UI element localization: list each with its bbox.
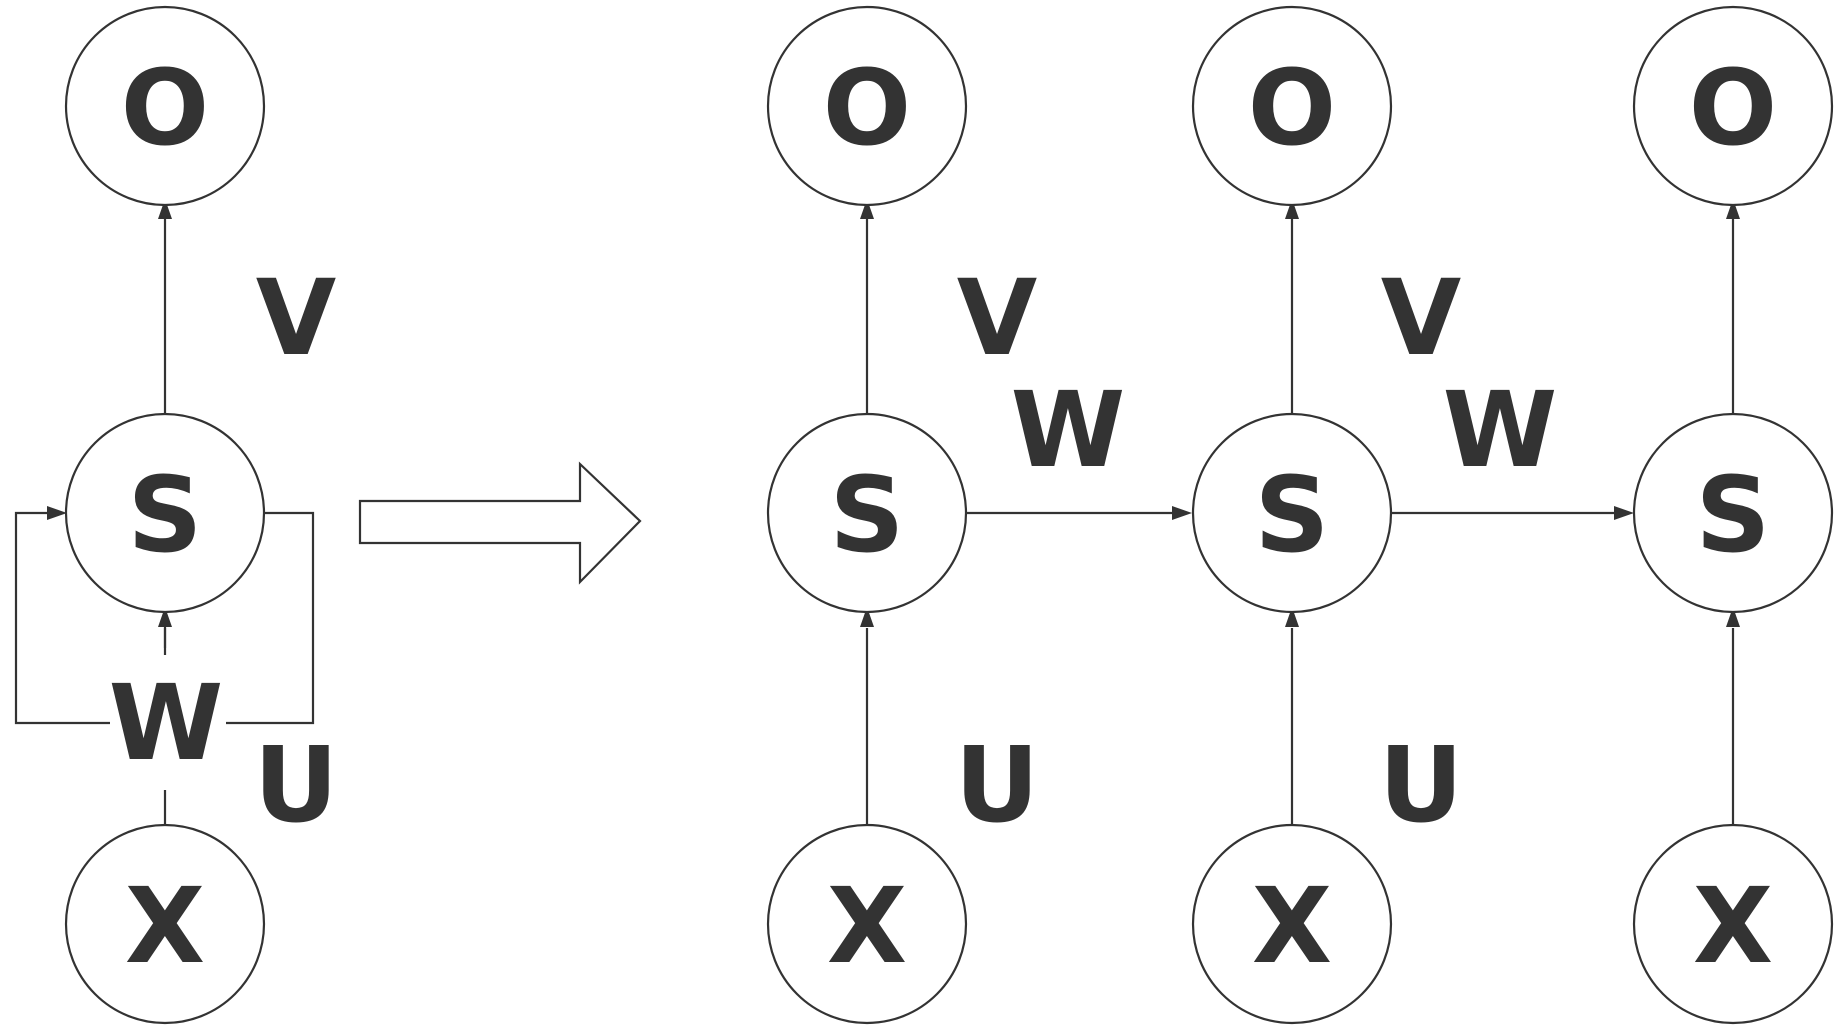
arrow-head-w-to-s xyxy=(158,607,172,627)
input-label-step-1: X xyxy=(827,865,907,987)
time-step-1: O S X V U W xyxy=(766,5,1126,1025)
weight-w-label: W xyxy=(109,662,224,784)
output-node-step-2 xyxy=(1191,5,1393,207)
weight-w-label-step-2: W xyxy=(1443,369,1558,491)
arrow-head-s-to-o-step-3 xyxy=(1726,199,1740,219)
state-node xyxy=(64,412,266,614)
recurrent-loop-edge xyxy=(226,511,315,725)
recurrent-loop-edge-left xyxy=(14,511,110,725)
weight-u-label-step-2: U xyxy=(1379,724,1463,846)
output-label-step-1: O xyxy=(823,47,911,169)
weight-v-label-step-2: V xyxy=(1381,257,1462,379)
arrow-head-x-to-s-step-2 xyxy=(1285,607,1299,627)
output-node xyxy=(64,5,266,207)
output-node-step-3 xyxy=(1632,5,1834,207)
output-label-step-3: O xyxy=(1689,47,1777,169)
arrow-head-s1-to-s2 xyxy=(1172,506,1192,520)
arrow-head-x-to-s-step-3 xyxy=(1726,607,1740,627)
output-node-step-1 xyxy=(766,5,968,207)
weight-v-label-step-1: V xyxy=(957,257,1038,379)
output-node-label: O xyxy=(121,47,209,169)
unfold-arrow xyxy=(358,461,642,585)
weight-w-label-step-1: W xyxy=(1011,369,1126,491)
state-node-step-3 xyxy=(1632,412,1834,614)
unfolded-rnn: O S X V U W O S X V U W xyxy=(766,5,1834,1025)
state-node-label: S xyxy=(128,454,203,576)
arrow-head-s-to-o-step-2 xyxy=(1285,199,1299,219)
input-label-step-2: X xyxy=(1252,865,1332,987)
arrow-head-s2-to-s3 xyxy=(1614,506,1634,520)
arrow-head-s-to-o-step-1 xyxy=(860,199,874,219)
weight-u-label: U xyxy=(254,724,338,846)
state-label-step-2: S xyxy=(1255,454,1330,576)
output-label-step-2: O xyxy=(1248,47,1336,169)
time-step-2: O S X V U W xyxy=(1191,5,1558,1025)
arrow-head-s-to-o xyxy=(158,199,172,219)
weight-v-label: V xyxy=(256,257,337,379)
arrow-head-loop xyxy=(47,506,67,520)
input-node xyxy=(64,823,266,1025)
input-node-step-1 xyxy=(766,823,968,1025)
folded-rnn: O S X V W U xyxy=(14,5,338,1025)
input-node-step-2 xyxy=(1191,823,1393,1025)
weight-u-label-step-1: U xyxy=(955,724,1039,846)
input-node-label: X xyxy=(125,865,205,987)
input-node-step-3 xyxy=(1632,823,1834,1025)
state-label-step-1: S xyxy=(830,454,905,576)
time-step-3: O S X xyxy=(1632,5,1834,1025)
state-label-step-3: S xyxy=(1696,454,1771,576)
input-label-step-3: X xyxy=(1693,865,1773,987)
arrow-head-x-to-s-step-1 xyxy=(860,607,874,627)
